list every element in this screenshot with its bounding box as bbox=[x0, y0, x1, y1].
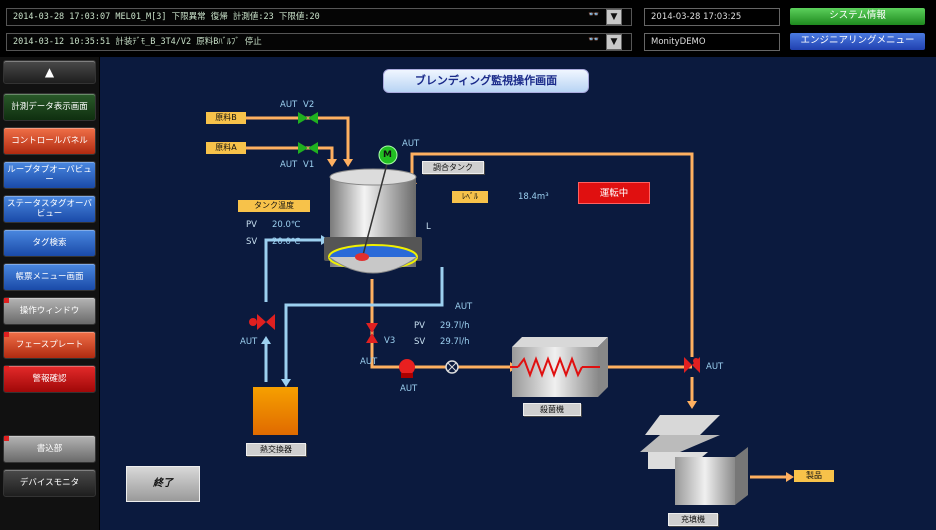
marker-icon bbox=[4, 366, 9, 371]
page-title: ブレンディング監視操作画面 bbox=[383, 69, 589, 93]
pipe-outlet bbox=[370, 279, 500, 369]
alarm-dropdown-1[interactable]: ▼ bbox=[606, 9, 622, 25]
pv-temp-label: PV bbox=[246, 220, 257, 230]
level-value: 18.4m³ bbox=[518, 192, 549, 202]
sidebar: ▲ 計測データ表示画面 コントロールパネル ループタブオーバビュー ステータスタ… bbox=[0, 57, 99, 530]
valve-v2-icon[interactable] bbox=[298, 112, 318, 124]
sidebar-item-faceplate[interactable]: フェースプレート bbox=[3, 331, 96, 359]
motor-label: M bbox=[383, 150, 392, 160]
pv-flow-value: 29.7l/h bbox=[440, 321, 470, 331]
valve-v1-icon[interactable] bbox=[298, 142, 318, 154]
v1-mode: AUT bbox=[280, 160, 298, 170]
filler-label: 充填機 bbox=[668, 513, 718, 526]
datetime-display: 2014-03-28 17:03:25 bbox=[644, 8, 780, 26]
system-info-button[interactable]: システム情報 bbox=[790, 8, 925, 25]
tank-label: 調合タンク bbox=[422, 161, 484, 174]
flow-meter-icon bbox=[445, 360, 459, 374]
level-sensor-label: L bbox=[426, 222, 431, 232]
scroll-up-button[interactable]: ▲ bbox=[3, 60, 96, 84]
process-diagram-panel: ブレンディング監視操作画面 原料B 原料A AUT V2 AUT V1 M AU… bbox=[100, 57, 936, 530]
raw-a-label: 原料A bbox=[206, 142, 246, 154]
sidebar-item-tag-search[interactable]: タグ検索 bbox=[3, 229, 96, 257]
v3-mode: AUT bbox=[360, 357, 378, 367]
sidebar-item-control-panel[interactable]: コントロールパネル bbox=[3, 127, 96, 155]
sidebar-item-operation-window[interactable]: 操作ウィンドウ bbox=[3, 297, 96, 325]
return-mode: AUT bbox=[402, 139, 420, 149]
running-status: 運転中 bbox=[578, 182, 650, 204]
sidebar-item-alarm-confirm[interactable]: 警報確認 bbox=[3, 365, 96, 393]
motor-icon[interactable] bbox=[378, 145, 398, 165]
mixing-tank[interactable] bbox=[324, 163, 422, 274]
v1-label: V1 bbox=[303, 160, 315, 170]
sidebar-item-device-monitor[interactable]: デバイスモニタ bbox=[3, 469, 96, 497]
alarm-line-1[interactable]: 2014-03-28 17:03:07 MEL01_M[3] 下限異常 復帰 計… bbox=[6, 8, 632, 26]
exit-button[interactable]: 終了 bbox=[126, 466, 200, 502]
marker-icon bbox=[4, 332, 9, 337]
valve-v3-icon[interactable] bbox=[366, 323, 378, 343]
pipe-return bbox=[410, 152, 694, 357]
top-bar: 2014-03-28 17:03:07 MEL01_M[3] 下限異常 復帰 計… bbox=[0, 0, 936, 56]
sidebar-item-report-menu[interactable]: 帳票メニュー画面 bbox=[3, 263, 96, 291]
raw-b-label: 原料B bbox=[206, 112, 246, 124]
sidebar-item-measurement-data[interactable]: 計測データ表示画面 bbox=[3, 93, 96, 121]
v2-label: V2 bbox=[303, 100, 315, 110]
marker-icon bbox=[4, 298, 9, 303]
sv-temp-value: 20.0℃ bbox=[272, 237, 301, 247]
outlet-mode: AUT bbox=[455, 302, 473, 312]
coolant-valve-mode: AUT bbox=[240, 337, 258, 347]
return-valve-mode: AUT bbox=[706, 362, 724, 372]
sterilizer-label: 殺菌機 bbox=[523, 403, 581, 416]
pipe-raw-b bbox=[246, 116, 350, 161]
v2-mode: AUT bbox=[280, 100, 298, 110]
valve-coolant-icon[interactable] bbox=[249, 314, 275, 330]
pump-mode: AUT bbox=[400, 384, 418, 394]
heat-exchanger-tank[interactable] bbox=[253, 387, 298, 435]
glasses-icon[interactable]: 👓 bbox=[588, 10, 600, 20]
pv-flow-label: PV bbox=[414, 321, 425, 331]
alarm-line-2[interactable]: 2014-03-12 10:35:51 計装ﾃﾞﾓ_B_3T4/V2 原料Bﾊﾞ… bbox=[6, 33, 632, 51]
process-pipes-svg bbox=[246, 112, 794, 505]
sv-flow-label: SV bbox=[414, 337, 426, 347]
level-label: ﾚﾍﾞﾙ bbox=[452, 191, 488, 203]
coolant-pipes bbox=[264, 238, 444, 382]
valve-return-icon[interactable] bbox=[684, 357, 700, 373]
sidebar-item-write[interactable]: 書込部 bbox=[3, 435, 96, 463]
glasses-icon[interactable]: 👓 bbox=[588, 35, 600, 45]
product-label: 製品 bbox=[794, 470, 834, 482]
user-display: MonityDEMO bbox=[644, 33, 780, 51]
v3-label: V3 bbox=[384, 336, 396, 346]
tank-temp-label: タンク温度 bbox=[238, 200, 310, 212]
marker-icon bbox=[4, 436, 9, 441]
pump-icon[interactable] bbox=[399, 359, 415, 378]
alarm-dropdown-2[interactable]: ▼ bbox=[606, 34, 622, 50]
engineering-menu-button[interactable]: エンジニアリングメニュー bbox=[790, 33, 925, 50]
sidebar-item-status-tag-overview[interactable]: ステータスタグオーバビュー bbox=[3, 195, 96, 223]
pipe-raw-a bbox=[246, 146, 334, 161]
sterilizer-unit[interactable] bbox=[510, 337, 608, 397]
sidebar-item-loop-tag-overview[interactable]: ループタブオーバビュー bbox=[3, 161, 96, 189]
sv-flow-value: 29.7l/h bbox=[440, 337, 470, 347]
filler-machine[interactable] bbox=[640, 415, 748, 505]
heat-exchanger-label: 熱交換器 bbox=[246, 443, 306, 456]
sv-temp-label: SV bbox=[246, 237, 258, 247]
pv-temp-value: 20.0℃ bbox=[272, 220, 301, 230]
